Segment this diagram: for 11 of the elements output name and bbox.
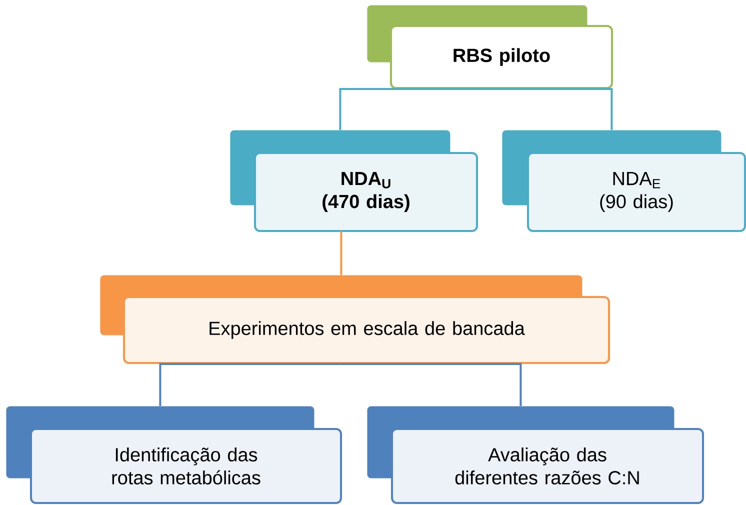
process-box: Experimentos em escala de bancada xyxy=(100,275,610,364)
process-box: Identificação das rotas metabólicas xyxy=(6,406,342,504)
process-box: Avaliação das diferentes razões C:N xyxy=(367,406,704,504)
process-box: NDA$_{E}$ (90 dias) xyxy=(502,130,746,232)
connector-line xyxy=(477,88,613,130)
connector-line xyxy=(340,231,342,275)
process-box: RBS piloto xyxy=(367,5,613,89)
connector-line xyxy=(341,363,522,406)
process-box: NDA$_{U}$ (470 dias) xyxy=(230,130,478,232)
connector-line xyxy=(159,363,342,406)
connector-line xyxy=(339,88,478,130)
